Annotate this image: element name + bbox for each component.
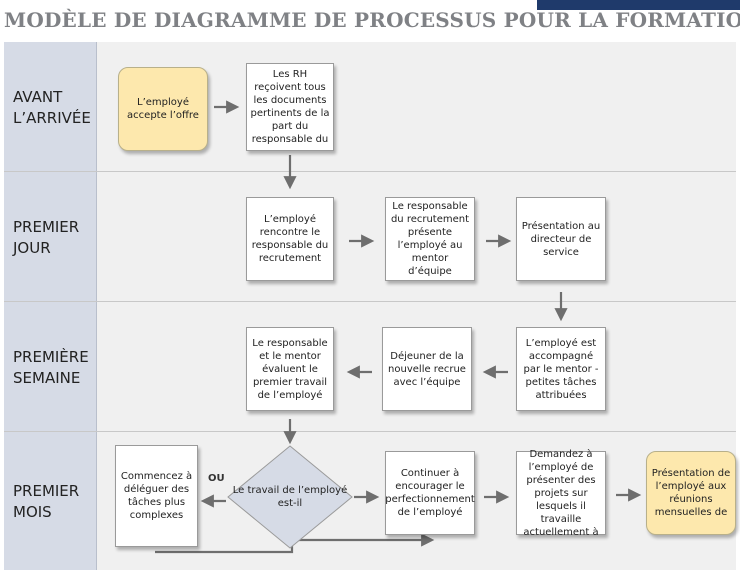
decision-text: Le travail de l’employé est-il [232, 485, 348, 509]
step-present-mentor: Le responsable du recrutement présente l… [385, 197, 475, 281]
step-hr-receives-docs: Les RH reçoivent tous les documents pert… [246, 63, 334, 151]
top-accent-bar [537, 0, 740, 10]
or-label: OU [208, 473, 225, 484]
lane-divider [4, 431, 736, 432]
lane-header: PREMIER MOIS [4, 432, 97, 570]
decision-node: Le travail de l’employé est-il [228, 446, 352, 548]
step-present-projects: Demandez à l’employé de présenter des pr… [516, 449, 606, 538]
step-evaluate-first-work: Le responsable et le mentor évaluent le … [246, 327, 334, 411]
step-accompanied-by-mentor: L’employé est accompagné par le mentor -… [516, 327, 606, 411]
step-meet-recruiter: L’employé rencontre le responsable du re… [246, 197, 334, 281]
step-present-director: Présentation au directeur de service [516, 197, 606, 281]
step-encourage-improvement: Continuer à encourager le perfectionneme… [385, 451, 475, 535]
lane-label: PREMIÈRE SEMAINE [13, 348, 89, 387]
decision-diamond [227, 445, 353, 549]
step-team-lunch: Déjeuner de la nouvelle recrue avec l’éq… [382, 327, 472, 411]
lane-header: AVANT L’ARRIVÉE [4, 42, 97, 172]
lane-label: PREMIER JOUR [13, 218, 80, 257]
lane-before-arrival: AVANT L’ARRIVÉE [4, 42, 736, 172]
lane-label: PREMIER MOIS [13, 482, 80, 521]
lane-label: AVANT L’ARRIVÉE [13, 88, 91, 127]
page-title: MODÈLE DE DIAGRAMME DE PROCESSUS POUR LA… [4, 8, 740, 32]
step-delegate-tasks: Commencez à déléguer des tâches plus com… [115, 445, 198, 547]
lane-divider [4, 301, 736, 302]
lane-header: PREMIER JOUR [4, 172, 97, 302]
step-monthly-meetings: Présentation de l’employé aux réunions m… [646, 451, 736, 535]
step-offer-accepted: L’employé accepte l’offre [118, 67, 208, 151]
lane-header: PREMIÈRE SEMAINE [4, 302, 97, 432]
lane-divider [4, 171, 736, 172]
